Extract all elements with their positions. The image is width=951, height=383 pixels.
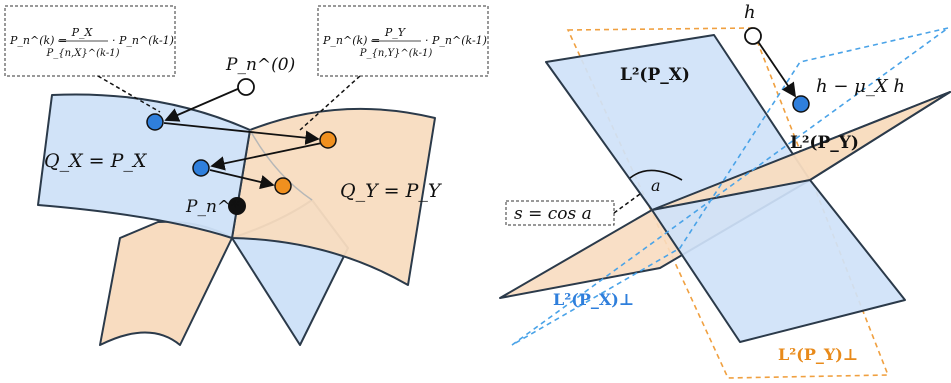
start-point-label: P_n^(0) (225, 55, 295, 75)
iterate-point-orange-1 (319, 131, 337, 149)
formula-x-numerator: P_X (71, 26, 94, 39)
cosine-label: s = cos a (514, 204, 592, 224)
angle-arc (629, 169, 683, 181)
angle-label: a (651, 176, 661, 195)
target-point (228, 197, 246, 215)
right-panel: h h − μ_X h L²(P_X) L²(P_Y) L²(P_X)⊥ L²(… (499, 2, 951, 379)
plane-x-perp-outline (511, 27, 949, 346)
point-h-label: h (744, 2, 756, 23)
iterate-point-blue-1 (146, 113, 164, 131)
cosine-box (505, 200, 615, 226)
arrow-h-projection (756, 39, 797, 98)
start-point (237, 78, 255, 96)
planes-intersection-line (651, 179, 811, 211)
formula-y-denominator: P_{n,Y}^(k-1) (359, 48, 433, 59)
plane-y-label: L²(P_Y) (790, 133, 859, 153)
formula-x-rhs: · P_n^(k-1) (112, 34, 174, 47)
intersection-curve (249, 129, 313, 201)
leader-x (97, 75, 161, 113)
formula-x-denominator: P_{n,X}^(k-1) (46, 48, 120, 59)
plane-x-label: L²(P_X) (620, 65, 690, 85)
arrow-p2-to-p3 (210, 142, 323, 171)
iterate-point-orange-2 (274, 177, 292, 195)
plane-y-perp-label: L²(P_Y)⊥ (778, 345, 858, 364)
left-panel: P_n^(k) = P_X P_{n,X}^(k-1) · P_n^(k-1) … (4, 5, 489, 346)
iterate-point-blue-2 (192, 159, 210, 177)
arrow-p3-to-p4 (209, 169, 275, 190)
point-h-projected (792, 95, 810, 113)
point-h (744, 27, 762, 45)
target-point-label: P_n^* (185, 197, 240, 217)
surface-qy (231, 107, 436, 286)
orange-lower-flap (99, 220, 233, 346)
surface-qy-label: Q_Y = P_Y (340, 180, 443, 202)
cosine-leader (613, 193, 641, 214)
formula-y-rhs: · P_n^(k-1) (425, 34, 487, 47)
point-h-projected-label: h − μ_X h (816, 76, 905, 97)
surface-qx-label: Q_X = P_X (44, 150, 148, 172)
arrow-p1-to-p2 (163, 122, 320, 145)
formula-y-numerator: P_Y (384, 26, 407, 39)
plane-x-perp-label: L²(P_X)⊥ (553, 290, 634, 309)
formula-x-lhs: P_n^(k) = (9, 34, 67, 47)
arrow-p0-to-p1 (164, 87, 241, 122)
surface-qx (37, 93, 251, 239)
formula-y-lhs: P_n^(k) = (322, 34, 380, 47)
